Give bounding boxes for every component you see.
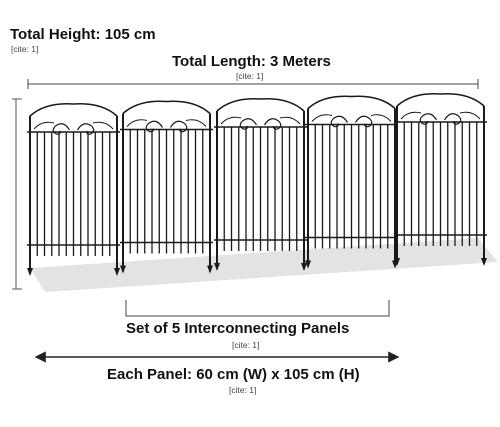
total-height-label: Total Height: 105 cm: [10, 26, 156, 43]
fence-panel: [120, 100, 213, 274]
fence-panel: [394, 92, 487, 266]
fence-panel: [214, 97, 307, 271]
panel-size-label: Each Panel: 60 cm (W) x 105 cm (H): [107, 366, 360, 383]
total-length-label: Total Length: 3 Meters: [172, 53, 331, 70]
total-height-cite: [cite: 1]: [11, 44, 39, 54]
fence-panels: [27, 92, 487, 276]
panel-set-label: Set of 5 Interconnecting Panels: [126, 320, 350, 337]
total-length-cite: [cite: 1]: [236, 71, 264, 81]
panel-set-bracket: [125, 300, 390, 317]
fence-panel: [305, 95, 398, 269]
fence-panel: [27, 102, 120, 276]
ground-shadow: [30, 238, 498, 292]
panel-set-cite: [cite: 1]: [232, 340, 260, 350]
panel-size-cite: [cite: 1]: [229, 385, 257, 395]
